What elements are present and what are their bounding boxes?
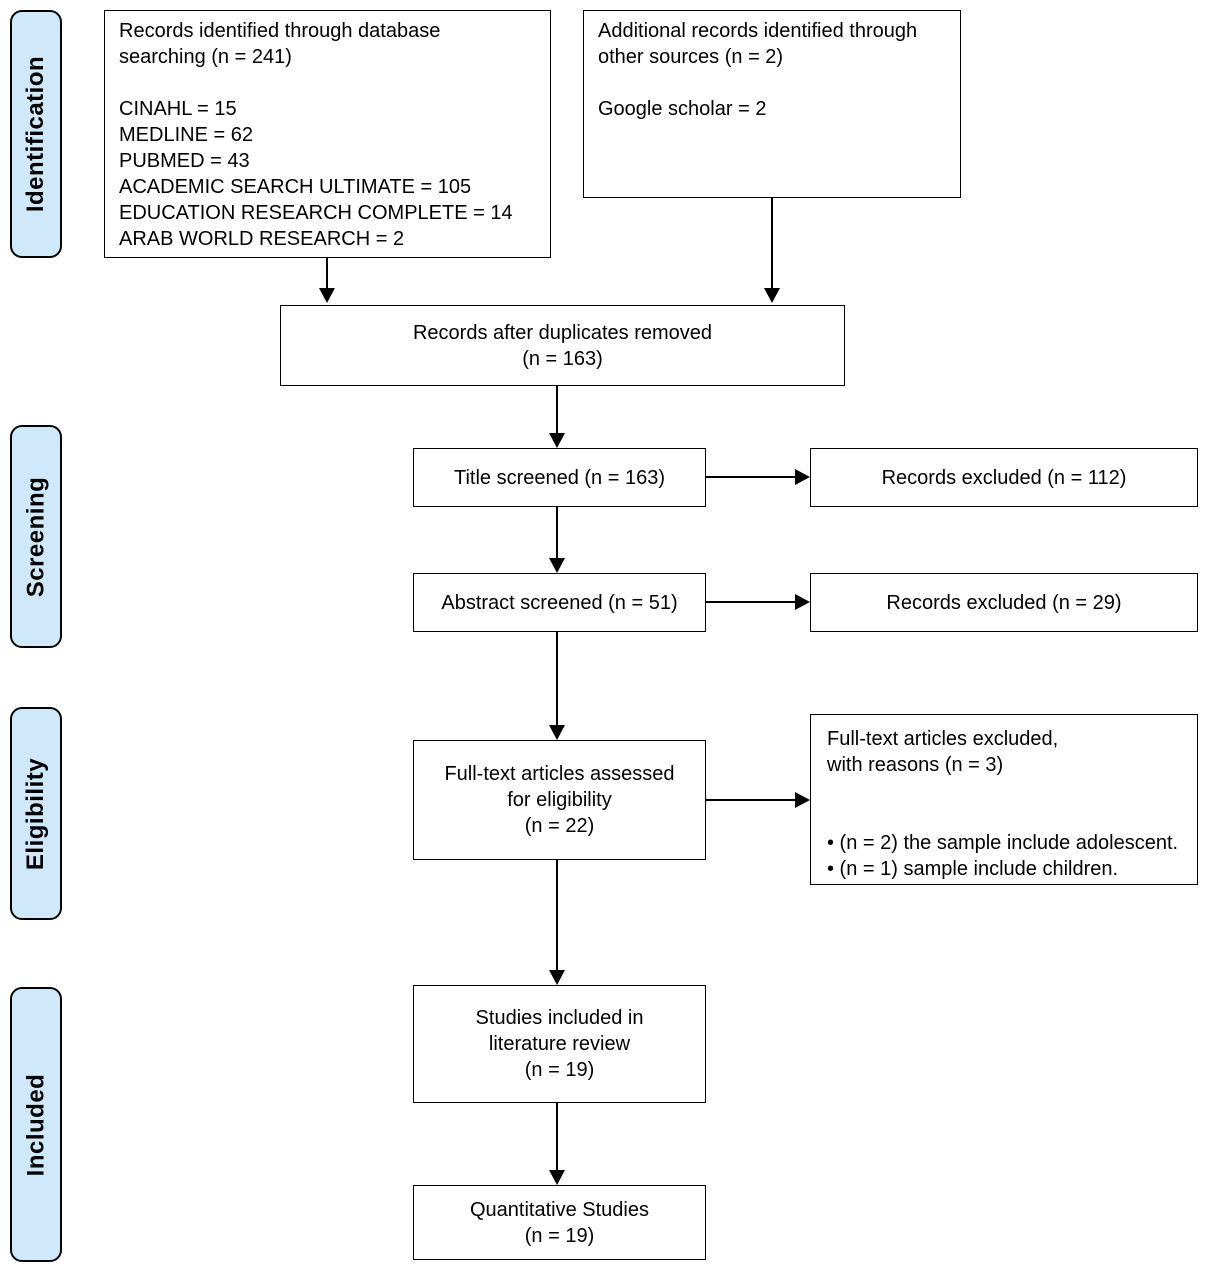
box-quantitative-studies: Quantitative Studies (n = 19) [413,1185,706,1260]
stage-label-screening: Screening [10,425,62,648]
box-records-excluded-title: Records excluded (n = 112) [810,448,1198,507]
stage-label-eligibility-text: Eligibility [22,757,49,870]
arrow-abstract-to-fulltext [549,632,565,740]
box-additional-records-text: Additional records identified through ot… [598,20,918,120]
arrow-fulltext-to-fulltext-excluded [706,792,810,808]
box-additional-records: Additional records identified through ot… [583,10,961,198]
box-records-excluded-abstract: Records excluded (n = 29) [810,573,1198,632]
box-records-identified-text: Records identified through database sear… [119,20,513,250]
arrow-title-to-records-excluded [706,469,810,485]
box-records-excluded-title-text: Records excluded (n = 112) [881,466,1127,489]
box-studies-included: Studies included in literature review (n… [413,985,706,1103]
box-fulltext-excluded-text: Full-text articles excluded, with reason… [827,728,1179,880]
box-title-screened-text: Title screened (n = 163) [453,466,666,489]
arrow-additional-to-duplicates [764,198,780,303]
box-title-screened: Title screened (n = 163) [413,448,706,507]
arrow-database-to-duplicates [319,258,335,303]
stage-label-included-text: Included [22,1073,50,1176]
box-fulltext-assessed: Full-text articles assessed for eligibil… [413,740,706,860]
box-fulltext-assessed-text: Full-text articles assessed for eligibil… [444,763,675,837]
box-records-identified: Records identified through database sear… [104,10,551,258]
arrow-abstract-to-records-excluded [706,594,810,610]
box-abstract-screened: Abstract screened (n = 51) [413,573,706,632]
box-duplicates-removed-text: Records after duplicates removed (n = 16… [412,321,713,370]
box-fulltext-excluded: Full-text articles excluded, with reason… [810,714,1198,885]
stage-label-identification-text: Identification [22,55,49,213]
box-duplicates-removed: Records after duplicates removed (n = 16… [280,305,845,386]
arrow-studies-to-quantitative [549,1103,565,1185]
box-records-excluded-abstract-text: Records excluded (n = 29) [886,591,1122,614]
stage-label-eligibility: Eligibility [10,707,62,920]
stage-label-identification: Identification [10,10,62,258]
box-studies-included-text: Studies included in literature review (n… [475,1007,644,1081]
box-abstract-screened-text: Abstract screened (n = 51) [441,591,678,614]
arrow-title-to-abstract [549,507,565,573]
arrow-duplicates-to-title-screened [549,386,565,448]
arrow-fulltext-to-studies-included [549,860,565,985]
box-quantitative-studies-text: Quantitative Studies (n = 19) [470,1198,649,1247]
stage-label-screening-text: Screening [22,476,50,597]
stage-label-included: Included [10,987,62,1262]
